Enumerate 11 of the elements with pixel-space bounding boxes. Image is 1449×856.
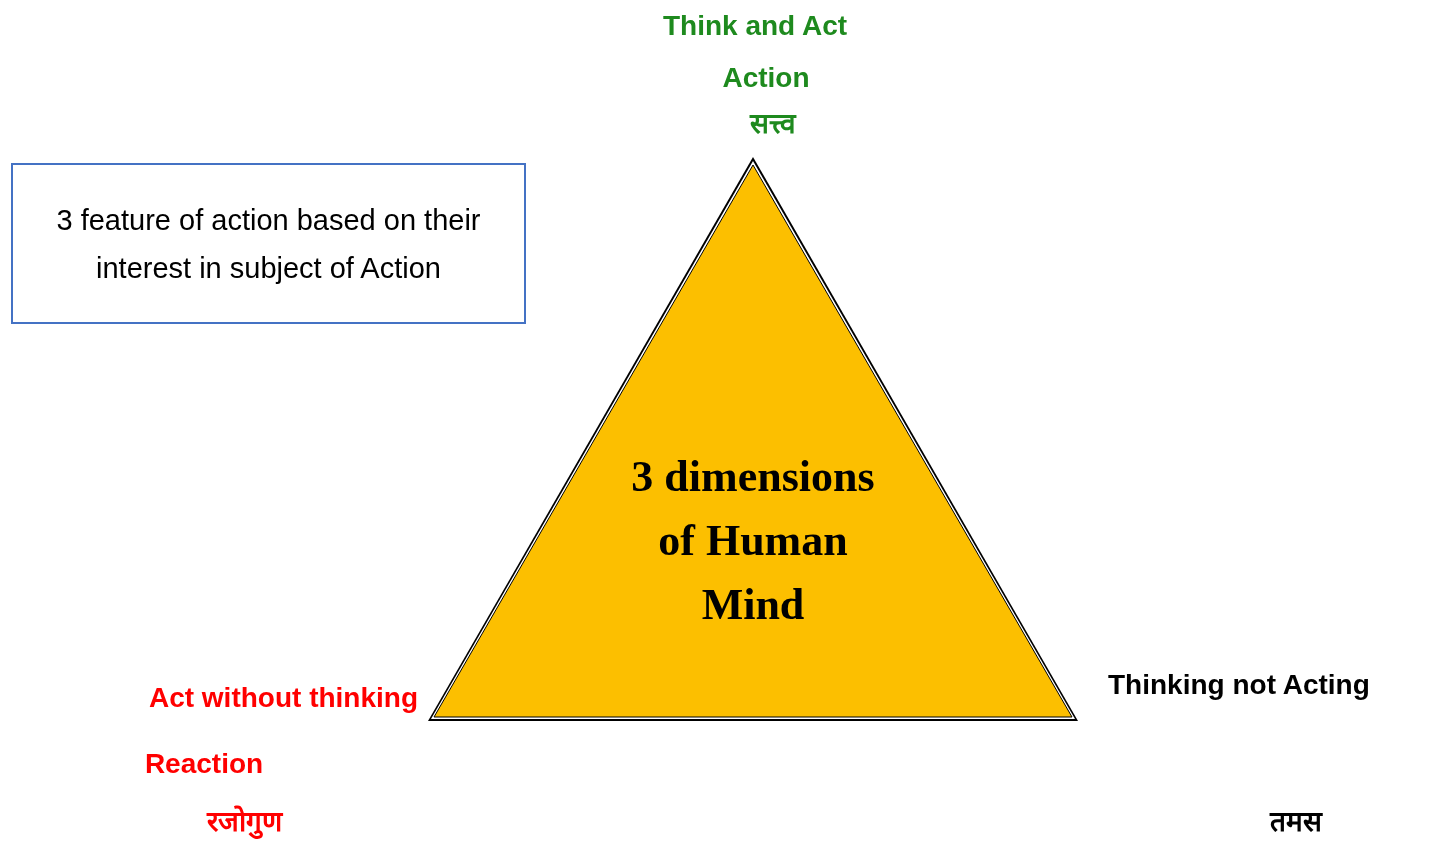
text-box bbox=[11, 163, 526, 324]
guna-label: Action bbox=[722, 62, 810, 93]
guna-label: Reaction bbox=[144, 748, 264, 779]
guna-label: Act without thinking bbox=[148, 682, 418, 713]
guna-label: सत्त्व bbox=[750, 108, 796, 139]
guna-label: तमस bbox=[1270, 806, 1322, 837]
guna-label: रजोगुण bbox=[206, 806, 282, 837]
guna-label: Think and Act bbox=[662, 10, 848, 41]
box-text: 3 feature of action based on their interest in subject of Action bbox=[55, 202, 482, 286]
guna-label: Thinking not Acting bbox=[1108, 669, 1370, 700]
triangle-title: 3 dimensions of Human Mind bbox=[630, 451, 876, 631]
